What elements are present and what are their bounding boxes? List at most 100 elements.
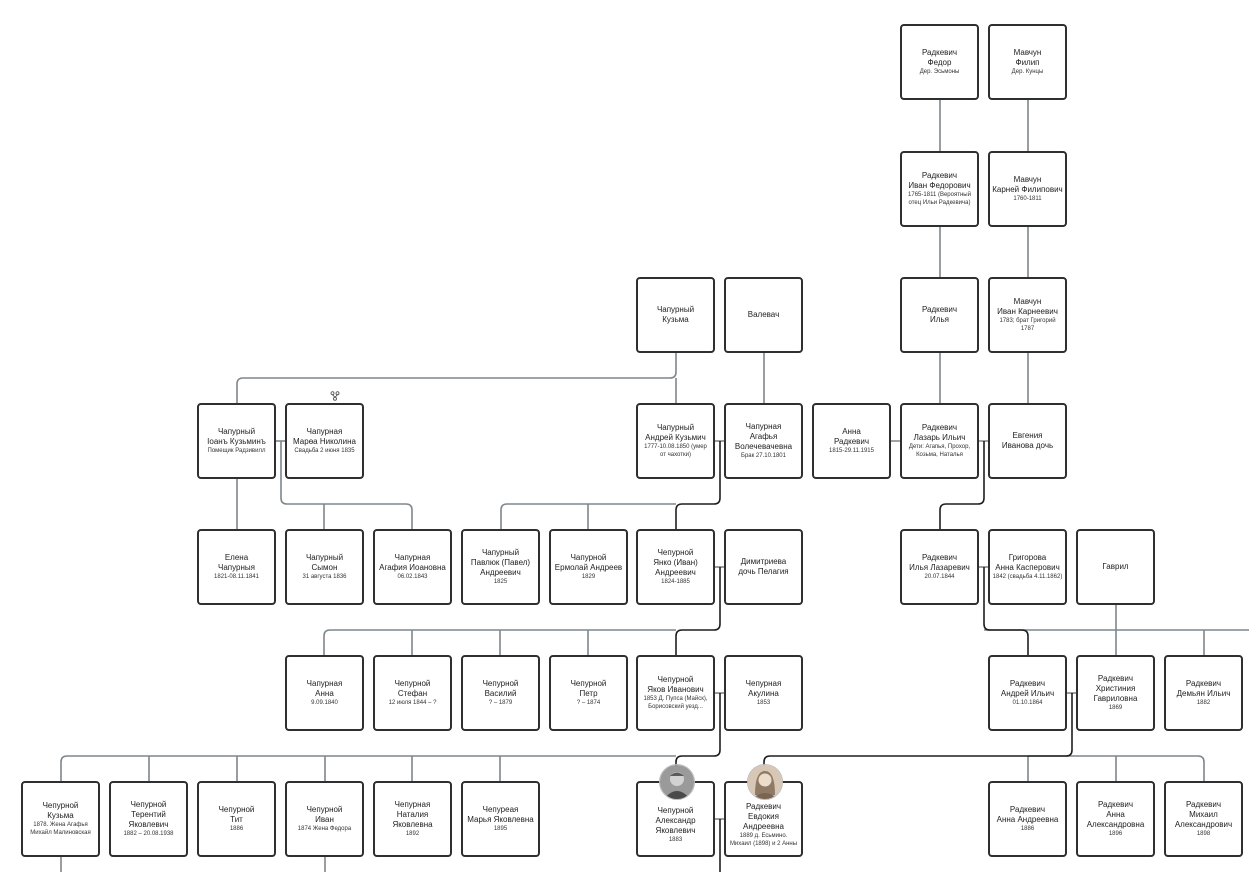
person-name: Чепурной Тит	[218, 804, 255, 824]
connector-line	[939, 100, 1029, 404]
person-name: Чепурная Наталия Яковлевна	[392, 799, 433, 829]
person-card[interactable]: Чепурной Петр? – 1874	[549, 655, 628, 731]
person-name: Чепурной Александр Яковлевич	[655, 805, 696, 835]
person-name: Мавчун Филип	[1013, 47, 1042, 67]
person-info: 12 июля 1844 – ?	[388, 699, 437, 706]
person-name: Чапурный Кузьма	[656, 304, 695, 324]
person-info: 1825	[493, 578, 508, 585]
person-info: 1882	[1196, 699, 1211, 706]
person-card[interactable]: Валевач	[724, 277, 803, 353]
avatar-photo[interactable]	[747, 764, 783, 800]
person-name: Радкевич Анна Александровна	[1086, 799, 1145, 829]
person-name: Чапурная Анна	[306, 678, 343, 698]
person-name: Чепурной Янко (Иван) Андреевич	[653, 547, 698, 577]
person-info: 1886	[1020, 825, 1035, 832]
connector-line	[60, 755, 676, 782]
connector-line	[763, 693, 1073, 782]
person-card[interactable]: Евгения Иванова дочь	[988, 403, 1067, 479]
connector-line	[983, 567, 1029, 656]
person-card[interactable]: Радкевич Илья	[900, 277, 979, 353]
person-name: Радкевич Федор	[921, 47, 958, 67]
person-name: Чепурной Иван	[306, 804, 343, 824]
person-name: Радкевич Андрей Ильич	[1000, 678, 1055, 698]
person-info: 01.10.1864	[1012, 699, 1043, 706]
person-name: Елена Чапурныя	[218, 552, 255, 572]
connector-line	[280, 441, 413, 530]
avatar-photo[interactable]	[659, 764, 695, 800]
person-card[interactable]: Чапурный Кузьма	[636, 277, 715, 353]
person-name: Анна Радкевич	[833, 426, 870, 446]
person-name: Чапурная Марѳа Николина	[293, 426, 356, 446]
person-info: Помещик Радзивилл	[207, 447, 266, 454]
person-name: Радкевич Михаил Александрович	[1174, 799, 1233, 829]
person-info: Дер. Эсьмоны	[919, 68, 960, 75]
person-card[interactable]: Гаврил	[1076, 529, 1155, 605]
person-card[interactable]: Чепурной Василий? – 1879	[461, 655, 540, 731]
person-info: 06.02.1843	[397, 573, 428, 580]
person-name: Евгения Иванова дочь	[1001, 430, 1054, 450]
person-name: Чепурной Яков Иванович	[647, 675, 704, 694]
person-info: 1853	[756, 699, 771, 706]
person-name: Чапурной Ермолай Андреев	[554, 552, 623, 572]
person-card[interactable]: Димитриева дочь Пелагия	[724, 529, 803, 605]
person-info: 1821-08.11.1841	[214, 573, 259, 580]
person-info: Свадьба 2 июня 1835	[294, 447, 355, 454]
person-name: Григорова Анна Касперович	[995, 552, 1060, 572]
family-tree-icon[interactable]	[330, 391, 340, 401]
person-name: Радкевич Илья	[921, 304, 958, 324]
person-info: 1760-1811	[1013, 195, 1042, 202]
person-info: ? – 1874	[576, 699, 601, 706]
person-info: 1896	[1108, 830, 1123, 837]
person-name: Радкевич Демьян Ильич	[1176, 678, 1231, 698]
person-info: ? – 1879	[488, 699, 513, 706]
person-name: Радкевич Христиния Гавриловна	[1093, 673, 1138, 703]
person-name: Чапурный Павлюк (Павел) Андреевич	[470, 547, 531, 577]
person-info: 1783; брат Григорий 1787	[999, 318, 1056, 332]
person-info: Брак 27.10.1801	[741, 452, 786, 459]
person-info: 1882 – 20.08.1938	[123, 830, 174, 837]
person-name: Валевач	[747, 309, 780, 319]
person-name: Чепурной Стефан	[394, 678, 431, 698]
person-name: Радкевич Иван Федорович	[908, 171, 971, 190]
person-info: 20.07.1844	[924, 573, 955, 580]
person-name: Чепурной Терентий Яковлевич	[128, 799, 169, 829]
person-name: Чепурная Акулина	[745, 678, 782, 698]
person-name: Димитриева дочь Пелагия	[738, 556, 789, 576]
person-info: 9.09.1840	[311, 699, 338, 706]
